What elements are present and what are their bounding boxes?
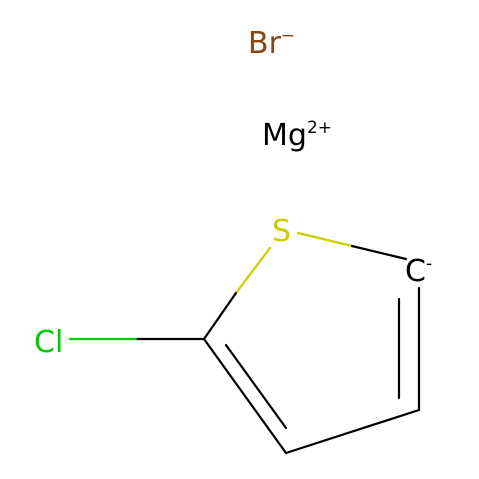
magnesium-ion-label: Mg2+ — [262, 118, 332, 153]
bromide-ion-label: Br− — [248, 26, 295, 61]
bond-s-c2-sulfur-half — [296, 231, 354, 248]
bond-s-c5-sulfur-half — [234, 246, 272, 295]
bond-c4-c5-outer — [202, 337, 288, 455]
bond-s-c2-carbon-half — [350, 244, 408, 261]
carbanion-atom-label: C- — [405, 254, 432, 289]
bond-c3-c4 — [284, 408, 421, 455]
magnesium-symbol: Mg — [262, 118, 307, 153]
magnesium-charge: 2+ — [307, 118, 332, 138]
bond-c4-c5-inner — [224, 343, 288, 430]
bond-s-c5-carbon-half — [202, 291, 238, 341]
bromide-symbol: Br — [248, 26, 282, 61]
bonds — [68, 231, 421, 455]
carbanion-charge: - — [426, 254, 432, 274]
carbanion-symbol: C — [405, 254, 426, 289]
bromide-charge: − — [281, 26, 295, 46]
chlorine-atom-label: Cl — [34, 325, 63, 360]
sulfur-atom-label: S — [272, 214, 291, 249]
